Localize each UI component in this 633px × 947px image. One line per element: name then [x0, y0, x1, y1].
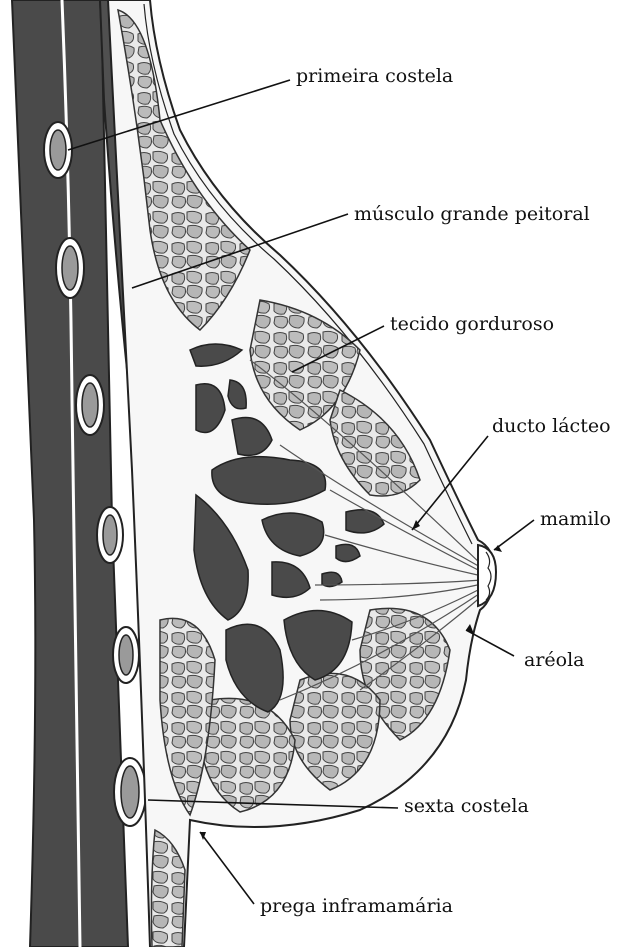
- label-nipple: mamilo: [540, 508, 611, 530]
- rib: [113, 627, 139, 683]
- label-inframammary-fold: prega inframamária: [260, 895, 453, 917]
- leader-nipple: [494, 520, 534, 550]
- rib: [56, 238, 84, 298]
- label-milk-duct: ducto lácteo: [492, 415, 611, 437]
- label-first-rib: primeira costela: [296, 65, 453, 87]
- label-fatty-tissue: tecido gorduroso: [390, 313, 554, 335]
- rib: [44, 122, 72, 178]
- rib: [76, 375, 104, 435]
- label-sixth-rib: sexta costela: [404, 795, 529, 817]
- rib: [97, 507, 123, 563]
- label-areola: aréola: [524, 649, 585, 671]
- arrowhead: [494, 545, 502, 552]
- rib: [114, 758, 146, 826]
- nipple: [478, 545, 496, 606]
- leader-areola: [466, 630, 514, 656]
- label-pectoralis-major: músculo grande peitoral: [354, 203, 590, 225]
- leader-inframammary-fold: [200, 832, 254, 904]
